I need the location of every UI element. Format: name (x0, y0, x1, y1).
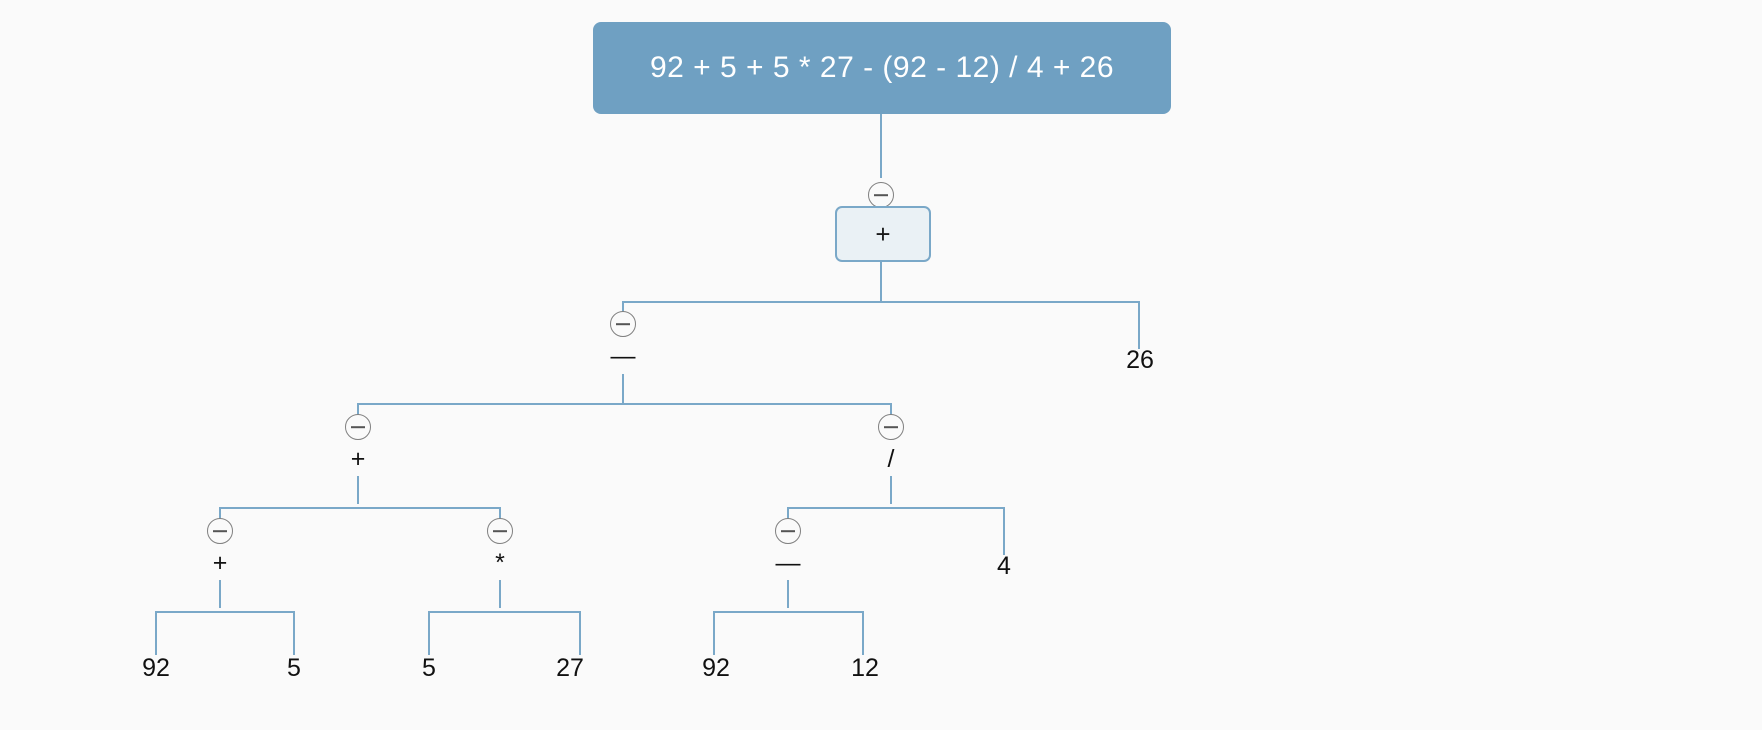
edge-to-leaf-92-b (713, 611, 715, 655)
node-operator-plus-b[interactable]: + (350, 445, 366, 473)
edge-plus-b-stem (357, 476, 359, 504)
edge-minus-a-stem (622, 374, 624, 404)
node-operator-divide[interactable]: / (887, 445, 895, 473)
edge-multiply-bus (428, 611, 581, 613)
collapse-toggle-minus-b[interactable] (775, 518, 801, 544)
collapse-toggle-plus-c[interactable] (207, 518, 233, 544)
edge-divide-stem (890, 476, 892, 504)
leaf-27[interactable]: 27 (556, 654, 584, 682)
edge-plus-root-stem (880, 262, 882, 302)
edge-to-leaf-4 (1003, 507, 1005, 555)
collapse-toggle-plus-root[interactable] (868, 182, 894, 208)
node-operator-plus-root[interactable]: + (835, 206, 931, 262)
leaf-92-b[interactable]: 92 (702, 654, 730, 682)
edge-to-minus-b (787, 507, 789, 519)
node-operator-minus-a[interactable]: — (610, 342, 636, 370)
edge-to-divide (890, 403, 892, 415)
edge-plus-c-stem (219, 580, 221, 608)
node-operator-multiply[interactable]: * (495, 549, 505, 577)
node-operator-plus-c[interactable]: + (212, 549, 228, 577)
edge-to-leaf-92-a (155, 611, 157, 655)
leaf-5-b[interactable]: 5 (287, 654, 301, 682)
edge-to-leaf-12 (862, 611, 864, 655)
edge-minus-b-bus (713, 611, 864, 613)
edge-plus-root-bus (622, 301, 1140, 303)
collapse-toggle-multiply[interactable] (487, 518, 513, 544)
edge-minus-b-stem (787, 580, 789, 608)
edge-multiply-stem (499, 580, 501, 608)
collapse-toggle-minus-a[interactable] (610, 311, 636, 337)
edge-divide-bus (787, 507, 1005, 509)
node-operator-minus-b[interactable]: — (775, 549, 801, 577)
leaf-5-c[interactable]: 5 (422, 654, 436, 682)
collapse-toggle-divide[interactable] (878, 414, 904, 440)
edge-to-leaf-5-b (293, 611, 295, 655)
leaf-12[interactable]: 12 (851, 654, 879, 682)
leaf-92-a[interactable]: 92 (142, 654, 170, 682)
leaf-4[interactable]: 4 (997, 552, 1011, 580)
root-expression-banner[interactable]: 92 + 5 + 5 * 27 - (92 - 12) / 4 + 26 (593, 22, 1171, 114)
leaf-26[interactable]: 26 (1126, 346, 1154, 374)
edge-plus-c-bus (155, 611, 295, 613)
edge-to-leaf-5-c (428, 611, 430, 655)
edge-to-leaf-27 (579, 611, 581, 655)
edge-to-minus-node (622, 301, 624, 313)
edge-minus-a-bus (357, 403, 892, 405)
edge-to-plus-c (219, 507, 221, 519)
edge-root-to-plus (880, 114, 882, 178)
edge-plus-b-bus (219, 507, 501, 509)
edge-to-plus-b (357, 403, 359, 415)
edge-to-leaf-26 (1138, 301, 1140, 349)
edge-to-multiply (499, 507, 501, 519)
collapse-toggle-plus-b[interactable] (345, 414, 371, 440)
